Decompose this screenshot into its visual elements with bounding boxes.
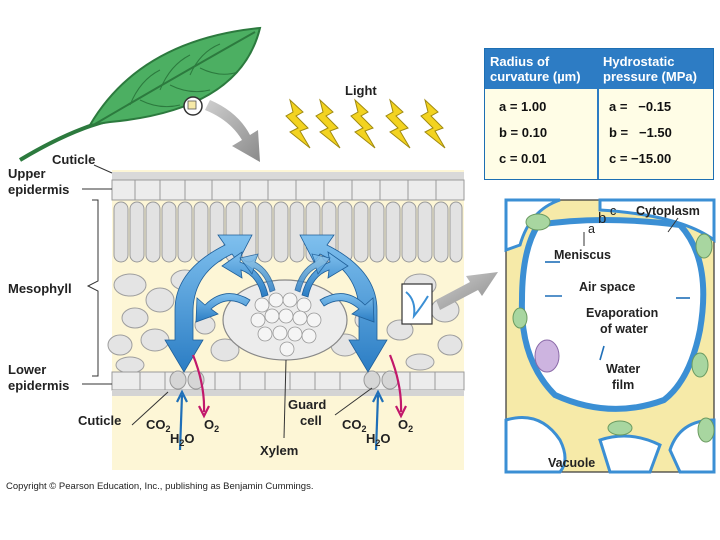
o2-left-label: O2 [204, 417, 220, 435]
table-divider [597, 49, 599, 179]
table-cell: b = −1.50 [609, 125, 672, 140]
gas-exchange-arrows [176, 354, 407, 451]
water-film-label-1: Water [606, 362, 641, 376]
h2o-right-label: H2O [366, 431, 391, 449]
cuticle-bottom-label: Cuticle [78, 413, 122, 428]
table-cell: c = −15.00 [609, 151, 672, 166]
o2-right-label: O2 [398, 417, 414, 435]
header-pressure-line-1: Hydrostatic [603, 54, 675, 69]
table-cell: a = 1.00 [499, 99, 547, 114]
upper-epidermis-label-1: Upper [8, 166, 46, 181]
table-cell: c = 0.01 [499, 151, 547, 166]
header-pressure: Hydrostatic pressure (MPa) [603, 54, 697, 84]
water-vapor-arrows [164, 234, 388, 373]
meniscus-label: Meniscus [554, 248, 611, 262]
upper-epidermis-label-2: epidermis [8, 182, 70, 197]
header-radius-line-2: curvature (µm) [490, 69, 581, 84]
leader-lines [82, 164, 373, 439]
light-label: Light [345, 83, 377, 98]
mesophyll-label: Mesophyll [8, 281, 72, 296]
table-header [485, 49, 713, 89]
letter-c-label: c [610, 204, 617, 218]
radius-pressure-table: Radius of curvature (µm) Hydrostatic pre… [484, 48, 714, 180]
table-cell: b = 0.10 [499, 125, 548, 140]
zoom-arrow-icon [205, 100, 260, 162]
letter-b-label: b [598, 210, 607, 227]
cuticle-top-label: Cuticle [52, 152, 96, 167]
guard-cell-label-1: Guard [288, 397, 327, 412]
h2o-left-label: H2O [170, 431, 195, 449]
light-bolts-icon [285, 98, 446, 149]
upper-epidermis [111, 172, 465, 201]
air-space-label: Air space [579, 280, 636, 294]
table-cell: a = −0.15 [609, 99, 672, 114]
guard-cell-label-2: cell [300, 413, 322, 428]
letter-a-label: a [588, 222, 595, 236]
lower-epidermis-label-1: Lower [8, 362, 47, 377]
header-pressure-line-2: pressure (MPa) [603, 69, 697, 84]
lower-epidermis [111, 370, 465, 396]
inset-air-space [504, 198, 716, 474]
co2-right-label: CO2 [342, 417, 367, 435]
xylem-label: Xylem [260, 443, 299, 458]
inset-marker [401, 283, 433, 325]
copyright-text: Copyright © Pearson Education, Inc., pub… [6, 481, 314, 492]
lower-epidermis-label-2: epidermis [8, 378, 70, 393]
evaporation-label-2: of water [600, 322, 648, 336]
vascular-bundle [222, 279, 348, 361]
inset-arrow-icon [436, 272, 498, 310]
leaf-icon [18, 26, 262, 162]
vacuole-label: Vacuole [548, 456, 596, 470]
cytoplasm-label: Cytoplasm [636, 204, 700, 218]
header-radius-line-1: Radius of [490, 54, 550, 69]
header-radius: Radius of curvature (µm) [490, 54, 581, 84]
water-film-label-2: film [612, 378, 635, 392]
co2-left-label: CO2 [146, 417, 171, 435]
evaporation-label-1: Evaporation [586, 306, 659, 320]
palisade-mesophyll [113, 201, 463, 263]
